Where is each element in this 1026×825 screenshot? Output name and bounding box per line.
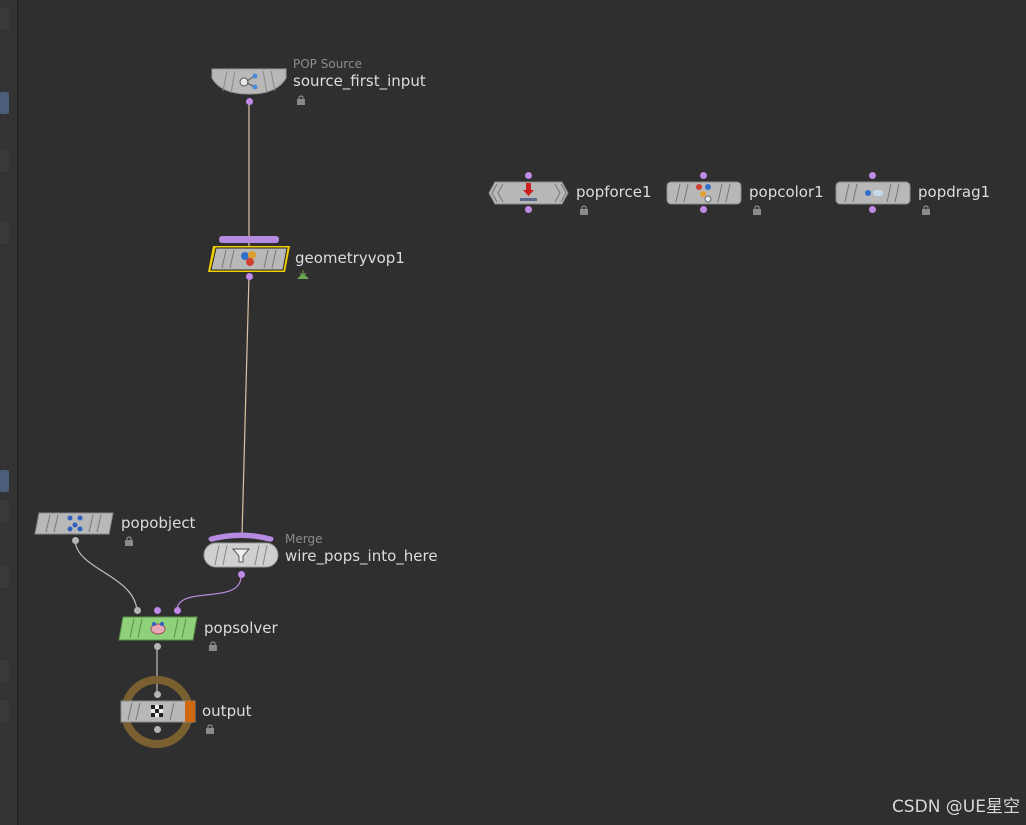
tool-button[interactable] (0, 700, 9, 722)
force-icon (520, 183, 537, 201)
lock-icon[interactable] (297, 95, 305, 105)
node-name-label[interactable]: wire_pops_into_here (285, 547, 438, 565)
wire-merge-to-solver (176, 576, 242, 611)
lock-icon[interactable] (209, 641, 217, 651)
left-toolbar (0, 0, 18, 825)
node-type-label: POP Source (293, 57, 362, 71)
wire-vop-to-merge (241, 275, 250, 537)
input-port[interactable] (154, 691, 161, 698)
lock-icon[interactable] (922, 205, 930, 215)
network-editor[interactable]: POP Source source_first_input geometryvo… (18, 0, 1026, 825)
lock-icon[interactable] (753, 205, 761, 215)
wire-popobject-to-solver (74, 540, 138, 611)
output-port[interactable] (238, 571, 245, 578)
output-port[interactable] (154, 643, 161, 650)
input-port[interactable] (174, 607, 181, 614)
tool-button[interactable] (0, 150, 9, 172)
node-name-label[interactable]: popobject (121, 514, 196, 532)
node-name-label[interactable]: popcolor1 (749, 183, 824, 201)
lock-icon[interactable] (206, 724, 214, 734)
input-port[interactable] (154, 607, 161, 614)
wires-layer (74, 102, 250, 692)
tool-button[interactable] (0, 566, 9, 588)
checkered-flag-icon (151, 705, 163, 717)
input-port[interactable] (525, 172, 532, 179)
input-port[interactable] (700, 172, 707, 179)
particle-source-icon (239, 73, 258, 90)
tool-button[interactable] (0, 660, 9, 682)
particles-icon (67, 515, 83, 532)
select-tool-button[interactable] (0, 92, 9, 114)
output-port[interactable] (246, 98, 253, 105)
display-flag-icon[interactable] (296, 270, 310, 280)
output-port[interactable] (246, 273, 253, 280)
color-icon (696, 184, 712, 203)
watermark-text: CSDN @UE星空 (891, 797, 1020, 817)
input-port[interactable] (869, 172, 876, 179)
output-port[interactable] (72, 537, 79, 544)
node-name-label[interactable]: popdrag1 (918, 183, 991, 201)
node-name-label[interactable]: source_first_input (293, 72, 426, 90)
drag-icon (865, 190, 883, 196)
lock-icon[interactable] (125, 536, 133, 546)
output-port[interactable] (700, 206, 707, 213)
node-name-label[interactable]: popsolver (204, 619, 278, 637)
vop-icon (241, 251, 256, 266)
funnel-icon (231, 548, 251, 563)
lock-icon[interactable] (580, 205, 588, 215)
tool-button[interactable] (0, 470, 9, 492)
tool-button[interactable] (0, 8, 9, 30)
output-port[interactable] (525, 206, 532, 213)
node-name-label[interactable]: popforce1 (576, 183, 652, 201)
output-port[interactable] (154, 726, 161, 733)
solver-icon (150, 622, 166, 635)
node-name-label[interactable]: output (202, 702, 252, 720)
node-name-label[interactable]: geometryvop1 (295, 249, 405, 267)
node-type-label: Merge (285, 532, 323, 546)
input-port[interactable] (134, 607, 141, 614)
tool-button[interactable] (0, 500, 9, 522)
output-port[interactable] (869, 206, 876, 213)
tool-button[interactable] (0, 222, 9, 244)
